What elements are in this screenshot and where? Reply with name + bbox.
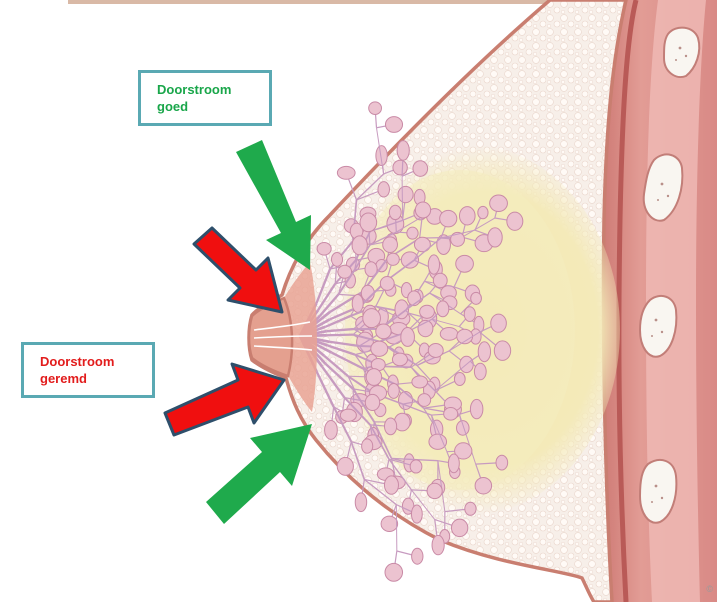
lobule	[456, 255, 474, 272]
lobule	[440, 328, 458, 341]
lobule	[428, 255, 439, 274]
lobule	[360, 213, 377, 232]
lobule	[465, 502, 476, 515]
lobule	[454, 372, 465, 385]
lobule	[411, 505, 422, 523]
lobule	[363, 309, 381, 328]
lobule	[464, 307, 475, 322]
lobule	[478, 342, 490, 362]
lobule	[401, 327, 415, 346]
lobule	[317, 242, 331, 255]
lobule	[478, 206, 488, 218]
lobule	[410, 460, 422, 473]
duct-segment	[402, 176, 403, 220]
lobule	[371, 341, 388, 356]
lobule	[369, 102, 382, 115]
lobule	[393, 160, 407, 175]
label-flow-good: Doorstroom goed	[138, 70, 272, 126]
lobule	[383, 237, 398, 253]
copyright-mark: ©	[706, 584, 713, 594]
duct-segment	[382, 366, 412, 367]
lobule	[389, 205, 401, 219]
lobule	[415, 202, 430, 218]
label-flow-good-line2: goed	[157, 98, 259, 115]
lobule	[412, 548, 423, 564]
lobule	[387, 253, 400, 265]
lobule	[397, 141, 409, 161]
lobule	[448, 454, 459, 473]
lobule	[432, 535, 444, 554]
lobule	[470, 399, 482, 418]
lobule	[429, 434, 447, 449]
lobule	[380, 277, 394, 291]
lobule	[385, 117, 402, 133]
lobule	[376, 324, 391, 339]
lobule	[385, 563, 403, 581]
lobule	[433, 273, 447, 287]
arrow-good-upper	[236, 140, 311, 270]
lobule	[418, 394, 431, 407]
lobule	[474, 363, 486, 380]
lobule	[490, 195, 508, 211]
lobule	[420, 305, 435, 318]
lobule	[451, 519, 467, 537]
lobule	[457, 421, 470, 436]
arrow-restricted-lower	[165, 364, 284, 435]
lobule	[384, 476, 398, 494]
lobule	[366, 369, 381, 386]
lobule	[471, 292, 482, 304]
lobule	[428, 343, 443, 357]
lobule	[507, 212, 523, 230]
lobule	[494, 341, 510, 360]
label-flow-restricted-line2: geremd	[40, 370, 142, 387]
lobule	[427, 483, 442, 498]
lobule	[331, 252, 342, 266]
lobule	[407, 227, 418, 239]
label-flow-restricted: Doorstroom geremd	[21, 342, 155, 398]
lobule	[392, 353, 407, 366]
lobule	[491, 314, 507, 332]
lobule	[488, 228, 502, 247]
lobule	[362, 439, 373, 453]
lobule	[378, 182, 390, 197]
lobule	[496, 455, 508, 470]
lobule	[352, 295, 363, 313]
lobule	[440, 210, 457, 227]
lobule	[413, 161, 428, 177]
lobule	[337, 457, 353, 475]
lobule	[412, 376, 428, 388]
lobule	[437, 301, 449, 317]
lobule	[459, 207, 475, 225]
lobule	[325, 420, 338, 439]
arrow-good-lower	[206, 424, 312, 524]
lobule	[337, 166, 355, 179]
label-flow-restricted-line1: Doorstroom	[40, 353, 142, 370]
lobule	[365, 394, 379, 410]
lobule	[384, 418, 396, 435]
lobule	[475, 477, 492, 493]
duct-segment	[327, 335, 354, 336]
lobule	[398, 186, 413, 202]
lobule	[388, 383, 399, 398]
lobule	[401, 252, 418, 268]
lobule	[381, 516, 398, 531]
lobule	[340, 409, 356, 421]
lobule	[444, 408, 458, 421]
label-flow-good-line1: Doorstroom	[157, 81, 259, 98]
lobule	[355, 493, 366, 512]
